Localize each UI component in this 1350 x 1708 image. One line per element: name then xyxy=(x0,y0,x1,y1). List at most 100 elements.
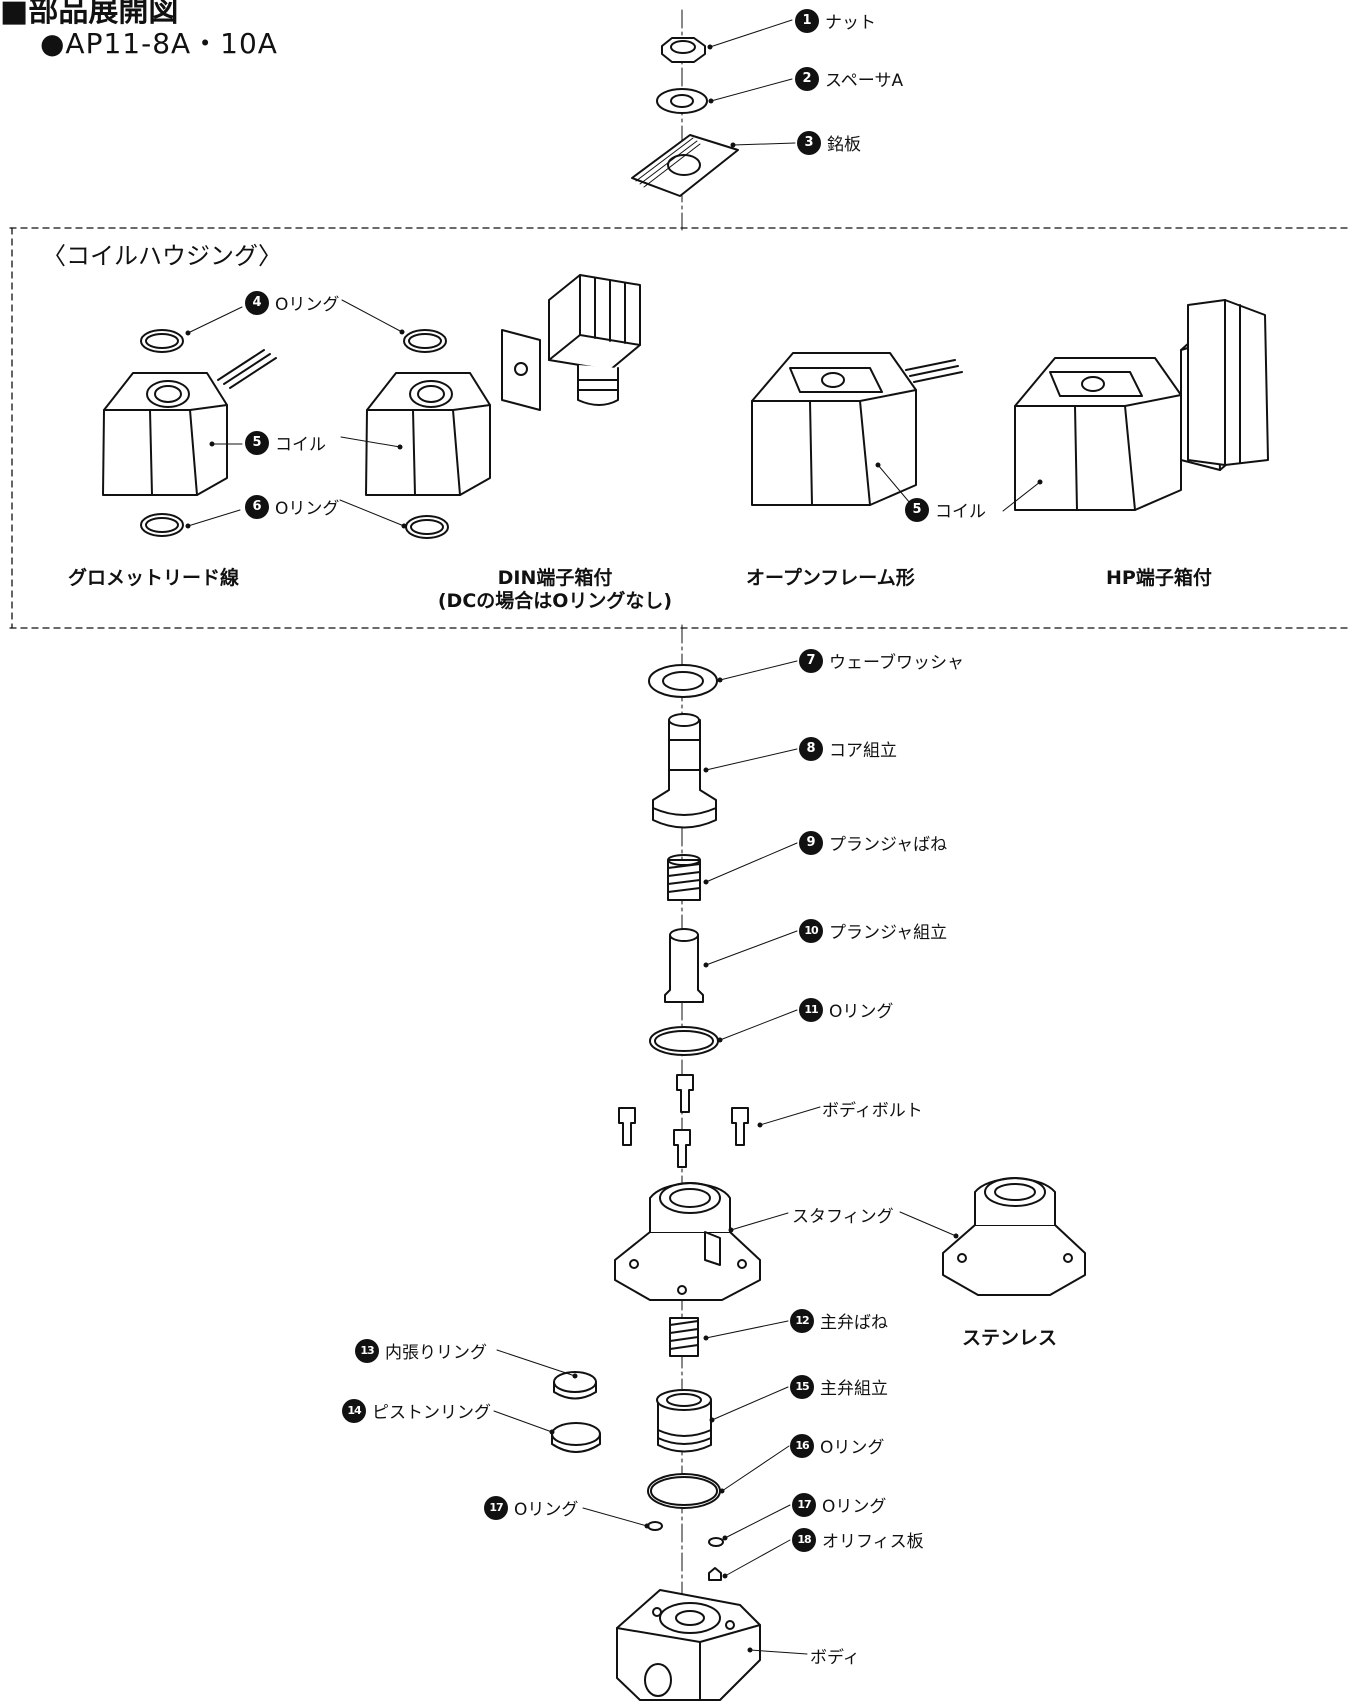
part-label-13: 13 内張りリング xyxy=(355,1338,487,1363)
o-ring-16-part xyxy=(647,1473,721,1509)
part-name: コイル xyxy=(275,435,326,455)
part-label-12: 12 主弁ばね xyxy=(790,1308,888,1333)
part-name: 銘板 xyxy=(827,135,861,155)
core-assembly-part xyxy=(652,713,717,829)
caption-din-note: (DCの場合はOリングなし) xyxy=(437,590,673,612)
main-valve-assembly-part xyxy=(656,1389,712,1453)
part-name: Oリング xyxy=(829,1002,894,1022)
part-number-badge: 11 xyxy=(799,997,823,1022)
part-number-badge: 5 xyxy=(245,430,269,455)
part-label-10: 10 プランジャ組立 xyxy=(799,918,947,943)
part-label-16: 16 Oリング xyxy=(790,1433,884,1458)
part-name: Oリング xyxy=(822,1497,887,1517)
part-label-15: 15 主弁組立 xyxy=(790,1374,888,1399)
part-name: コア組立 xyxy=(829,741,897,761)
body-bolt-label: ボディボルト xyxy=(822,1101,923,1121)
part-name: プランジャばね xyxy=(829,835,948,855)
plunger-spring-part xyxy=(667,854,701,901)
o-ring-17-parts xyxy=(647,1521,724,1547)
part-label-5: 5 コイル xyxy=(245,430,326,455)
part-label-11: 11 Oリング xyxy=(799,997,893,1022)
part-number-badge: 3 xyxy=(797,130,821,155)
main-valve-spring-part xyxy=(669,1317,699,1357)
hp-coil xyxy=(1014,299,1269,511)
part-number-badge: 12 xyxy=(790,1308,814,1333)
orifice-plate-part xyxy=(708,1567,722,1581)
part-name: 主弁組立 xyxy=(820,1379,888,1399)
section-title-coil-housing: 〈コイルハウジング〉 xyxy=(42,242,282,270)
din-coil xyxy=(365,274,641,496)
part-label-1: 1 ナット xyxy=(795,8,876,33)
part-number-badge: 14 xyxy=(342,1398,366,1423)
caption-hp-terminal: HP端子箱付 xyxy=(1106,567,1212,589)
o-ring-11-part xyxy=(649,1026,719,1056)
part-name: Oリング xyxy=(820,1438,885,1458)
leader-dots xyxy=(185,44,1043,1653)
part-name: ピストンリング xyxy=(372,1403,491,1423)
part-number-badge: 7 xyxy=(799,648,823,673)
nut-part xyxy=(661,37,706,63)
part-number-badge: 6 xyxy=(245,494,269,519)
body-bolts xyxy=(618,1074,749,1168)
caption-stainless: ステンレス xyxy=(962,1327,1058,1349)
open-frame-coil xyxy=(751,352,963,506)
part-number-badge: 4 xyxy=(245,290,269,315)
inner-ring-part xyxy=(553,1371,597,1400)
part-number-badge: 10 xyxy=(799,918,823,943)
o-rings-coil xyxy=(140,329,449,539)
part-name: プランジャ組立 xyxy=(829,923,948,943)
caption-open-frame: オープンフレーム形 xyxy=(746,567,915,589)
plunger-assembly-part xyxy=(664,928,704,1003)
part-label-2: 2 スペーサA xyxy=(795,66,903,91)
part-name: 主弁ばね xyxy=(820,1313,888,1333)
part-number-badge: 18 xyxy=(792,1527,816,1552)
grommet-coil xyxy=(102,349,277,496)
wave-washer-part xyxy=(648,664,718,698)
part-name: スペーサA xyxy=(825,71,904,91)
part-name: オリフィス板 xyxy=(822,1532,924,1552)
part-label-5-open-frame: 5 コイル xyxy=(905,497,986,522)
spacer-part xyxy=(656,88,708,114)
part-number-badge: 5 xyxy=(905,497,929,522)
part-label-6: 6 Oリング xyxy=(245,494,339,519)
stuffing-label: スタフィング xyxy=(792,1207,894,1227)
nameplate-part xyxy=(631,134,739,197)
part-label-3: 3 銘板 xyxy=(797,130,861,155)
model-name: ●AP11-8A・10A xyxy=(40,27,278,60)
leader-lines xyxy=(187,19,1041,1655)
part-number-badge: 16 xyxy=(790,1433,814,1458)
part-name: Oリング xyxy=(275,295,340,315)
body-part xyxy=(616,1589,761,1701)
stuffing-part xyxy=(614,1182,761,1301)
part-name: コイル xyxy=(935,502,986,522)
part-name: Oリング xyxy=(514,1500,579,1520)
part-number-badge: 15 xyxy=(790,1374,814,1399)
part-name: ナット xyxy=(825,13,876,33)
caption-grommet-lead: グロメットリード線 xyxy=(68,567,240,589)
part-number-badge: 17 xyxy=(484,1495,508,1520)
part-number-badge: 2 xyxy=(795,66,819,91)
part-name: 内張りリング xyxy=(385,1343,487,1363)
part-label-7: 7 ウェーブワッシャ xyxy=(799,648,964,673)
part-label-17-left: 17 Oリング xyxy=(484,1495,578,1520)
page-title: ■部品展開図 xyxy=(0,0,179,29)
part-name: ウェーブワッシャ xyxy=(829,653,964,673)
part-label-14: 14 ピストンリング xyxy=(342,1398,491,1423)
part-label-18: 18 オリフィス板 xyxy=(792,1527,924,1552)
piston-ring-part xyxy=(551,1422,601,1453)
stainless-stuffing-part xyxy=(942,1177,1086,1296)
part-number-badge: 13 xyxy=(355,1338,379,1363)
part-number-badge: 9 xyxy=(799,830,823,855)
part-label-17-right: 17 Oリング xyxy=(792,1492,886,1517)
caption-din-terminal: DIN端子箱付 xyxy=(497,567,613,589)
part-label-9: 9 プランジャばね xyxy=(799,830,947,855)
part-name: Oリング xyxy=(275,499,340,519)
part-label-8: 8 コア組立 xyxy=(799,736,897,761)
part-number-badge: 8 xyxy=(799,736,823,761)
part-number-badge: 17 xyxy=(792,1492,816,1517)
part-number-badge: 1 xyxy=(795,8,819,33)
part-label-4: 4 Oリング xyxy=(245,290,339,315)
body-label: ボディ xyxy=(810,1648,860,1668)
